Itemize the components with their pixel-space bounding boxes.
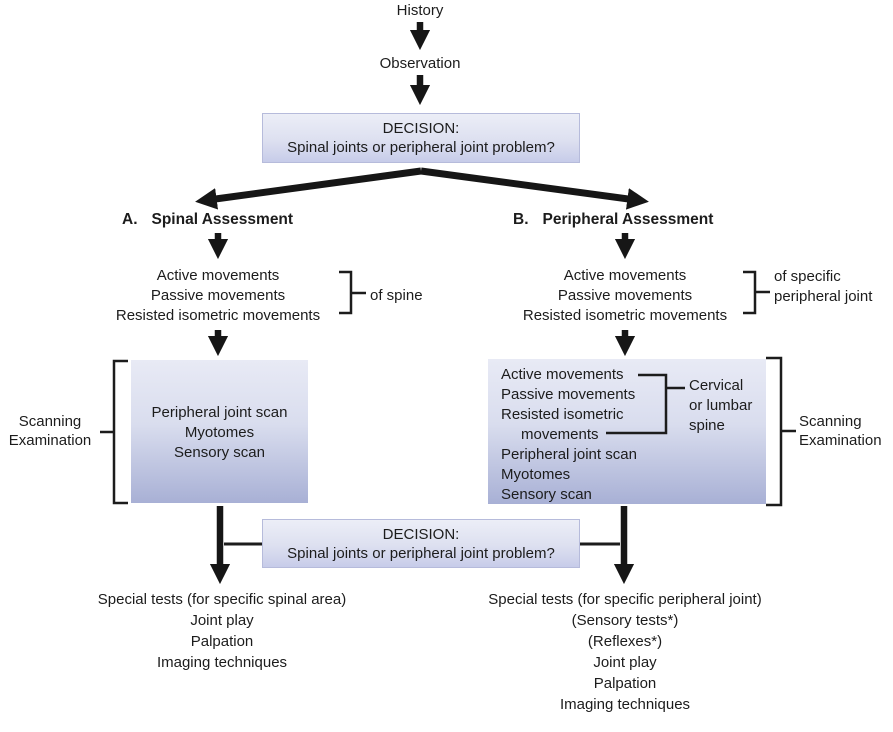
decision-1-title: DECISION: — [382, 120, 460, 137]
scope-line: peripheral joint — [774, 288, 873, 305]
peripheral-scan-item: Resisted isometric — [501, 406, 624, 423]
peripheral-scan-item: movements — [521, 426, 599, 443]
scope-line: spine — [689, 417, 725, 434]
node-history: History — [396, 2, 444, 19]
scanning-label-line: Scanning — [799, 413, 862, 430]
spinal-scan-item: Sensory scan — [174, 444, 265, 461]
decision-1-question: Spinal joints or peripheral joint proble… — [287, 139, 555, 156]
final-step: Special tests (for specific spinal area) — [97, 591, 347, 608]
peripheral-scan-item: Peripheral joint scan — [501, 446, 637, 463]
bracket-scanning-left — [100, 359, 128, 505]
scope-line: of specific — [774, 268, 841, 285]
spinal-assessment-title: Spinal Assessment — [151, 211, 294, 228]
movement-item: Active movements — [156, 267, 280, 284]
scope-line: Cervical — [689, 377, 744, 394]
of-specific-peripheral-label: of specific peripheral joint — [774, 267, 872, 307]
final-step: Joint play — [190, 612, 254, 629]
arrow-decision-to-spinal — [195, 167, 422, 210]
final-step: Imaging techniques — [559, 696, 691, 713]
peripheral-movements-list: Active movements Passive movements Resis… — [505, 266, 745, 326]
scanning-label-line: Examination — [8, 432, 92, 449]
peripheral-assessment-label: B. — [513, 211, 529, 228]
decision-2-question: Spinal joints or peripheral joint proble… — [287, 545, 555, 562]
spinal-scan-item: Myotomes — [184, 424, 255, 441]
node-observation: Observation — [379, 55, 461, 72]
final-step: Palpation — [190, 633, 254, 650]
final-step: Imaging techniques — [156, 654, 288, 671]
peripheral-scan-item: Passive movements — [501, 386, 636, 403]
bracket-of-spine — [339, 270, 366, 315]
scanning-examination-label-right: Scanning Examination — [799, 412, 882, 450]
movement-item: Passive movements — [150, 287, 286, 304]
decision-box-1: DECISION: Spinal joints or peripheral jo… — [262, 113, 580, 163]
peripheral-final-steps-list: Special tests (for specific peripheral j… — [450, 589, 800, 715]
movement-item: Resisted isometric movements — [115, 307, 321, 324]
spinal-assessment-label: A. — [122, 211, 138, 228]
peripheral-assessment-header: B. Peripheral Assessment — [513, 211, 713, 229]
arrow-decision-to-peripheral — [420, 167, 649, 210]
movement-item: Active movements — [563, 267, 687, 284]
peripheral-assessment-title: Peripheral Assessment — [542, 211, 714, 228]
movement-item: Resisted isometric movements — [522, 307, 728, 324]
movement-item: Passive movements — [557, 287, 693, 304]
decision-box-2: DECISION: Spinal joints or peripheral jo… — [262, 519, 580, 568]
final-step: (Sensory tests*) — [571, 612, 679, 629]
spinal-scanning-box: Peripheral joint scan Myotomes Sensory s… — [131, 360, 308, 503]
spinal-scan-item: Peripheral joint scan — [151, 404, 288, 421]
of-spine-label: of spine — [370, 287, 423, 304]
peripheral-scan-item: Myotomes — [501, 466, 571, 483]
final-step: Joint play — [593, 654, 657, 671]
final-step: Palpation — [593, 675, 657, 692]
decision-2-title: DECISION: — [382, 526, 460, 543]
spinal-final-steps-list: Special tests (for specific spinal area)… — [60, 589, 384, 673]
scope-line: or lumbar — [689, 397, 753, 414]
spinal-movements-list: Active movements Passive movements Resis… — [98, 266, 338, 326]
spinal-assessment-header: A. Spinal Assessment — [122, 211, 293, 229]
peripheral-scan-item: Active movements — [501, 366, 624, 383]
final-step: Special tests (for specific peripheral j… — [488, 591, 762, 608]
scanning-label-line: Scanning — [18, 413, 82, 430]
peripheral-scan-item: Sensory scan — [501, 486, 592, 503]
bracket-scanning-right — [766, 356, 796, 507]
bracket-of-specific-peripheral — [743, 270, 770, 315]
scanning-examination-label-left: Scanning Examination — [3, 412, 97, 450]
cervical-or-lumbar-label: Cervical or lumbar spine — [689, 376, 752, 436]
scanning-label-line: Examination — [799, 432, 882, 449]
final-step: (Reflexes*) — [587, 633, 663, 650]
